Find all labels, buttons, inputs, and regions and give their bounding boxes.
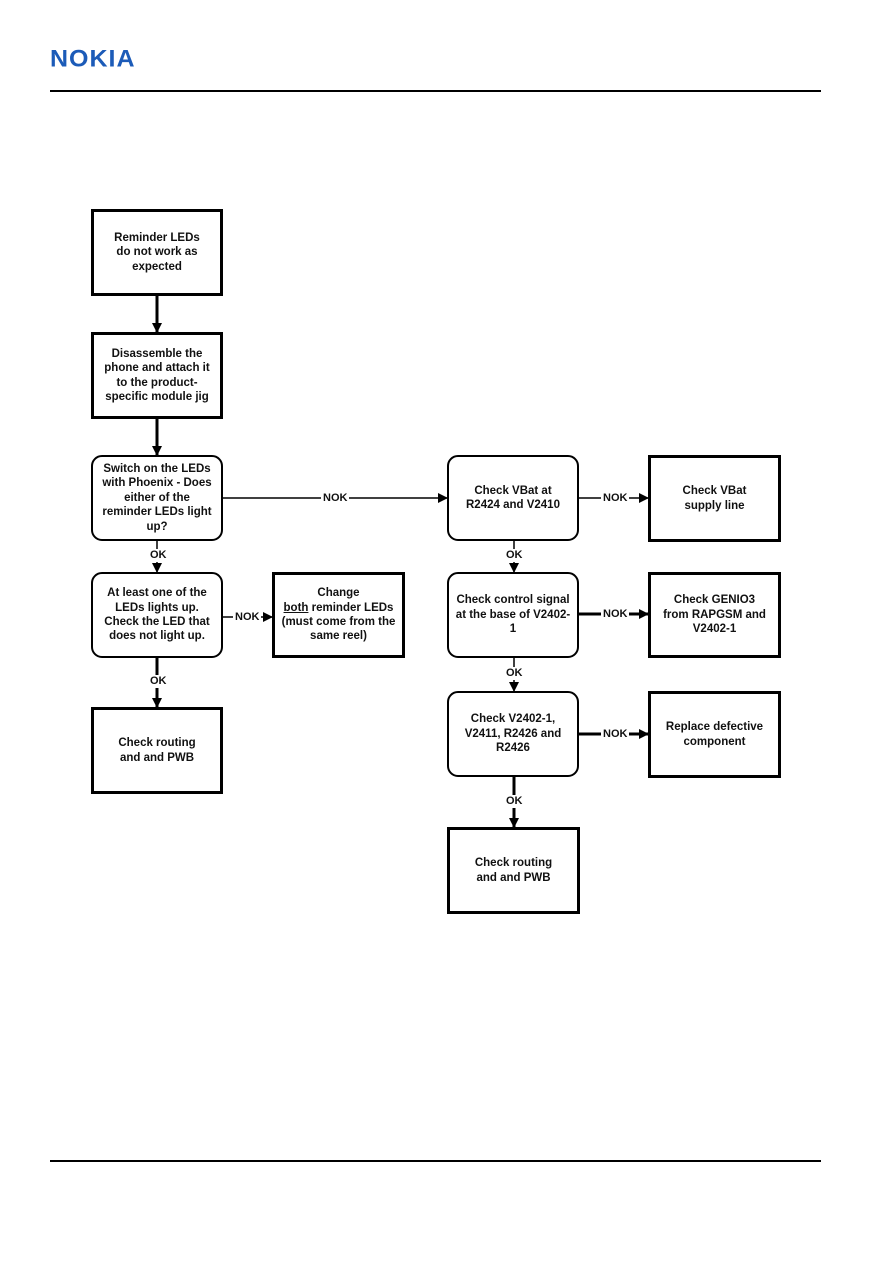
label-ok-v2402: OK — [504, 795, 525, 808]
node-text: Reminder LEDs do not work as expected — [114, 231, 200, 273]
node-text: Replace defective component — [665, 721, 764, 748]
node-text: Check VBat supply line — [682, 485, 747, 512]
node-replace-defective: Replace defective component — [648, 691, 781, 778]
label-nok-switch: NOK — [321, 492, 350, 505]
label-ok-control: OK — [504, 667, 525, 680]
label-ok-switch: OK — [148, 549, 169, 562]
node-disassemble: Disassemble the phone and attach it to t… — [91, 332, 223, 419]
node-genio3: Check GENIO3 from RAPGSM and V2402-1 — [648, 572, 781, 658]
node-text: Check routing and and PWB — [118, 737, 196, 764]
change-suffix: reminder LEDs (must come from the same r… — [281, 601, 396, 643]
label-nok-control: NOK — [601, 608, 630, 621]
change-prefix: Change — [317, 587, 360, 600]
footer-rule — [50, 1160, 821, 1162]
label-ok-atleast: OK — [148, 675, 169, 688]
node-text: Change both reminder LEDs (must come fro… — [281, 586, 396, 644]
label-nok-vbat: NOK — [601, 492, 630, 505]
node-check-v2402: Check V2402-1, V2411, R2426 and R2426 — [447, 691, 579, 777]
node-text: At least one of the LEDs lights up. Chec… — [104, 587, 210, 643]
node-text: Switch on the LEDs with Phoenix - Does e… — [102, 463, 212, 533]
node-text: Disassemble the phone and attach it to t… — [104, 347, 210, 403]
label-nok-v2402: NOK — [601, 728, 630, 741]
node-routing-right: Check routing and and PWB — [447, 827, 580, 914]
change-underlined: both — [283, 601, 309, 614]
node-vbat-supply: Check VBat supply line — [648, 455, 781, 542]
header-rule — [50, 90, 821, 92]
change-line: both reminder LEDs (must come from the s… — [282, 602, 396, 643]
node-text: Check control signal at the base of V240… — [455, 594, 571, 636]
node-control-signal: Check control signal at the base of V240… — [447, 572, 579, 658]
nokia-logo: NOKIA — [50, 45, 136, 73]
node-change-both: Change both reminder LEDs (must come fro… — [272, 572, 405, 658]
node-switch-on-leds: Switch on the LEDs with Phoenix - Does e… — [91, 455, 223, 541]
node-text: Check V2402-1, V2411, R2426 and R2426 — [464, 713, 562, 755]
node-check-vbat: Check VBat at R2424 and V2410 — [447, 455, 579, 541]
node-text: Check routing and and PWB — [474, 857, 553, 884]
node-reminder-leds: Reminder LEDs do not work as expected — [91, 209, 223, 296]
label-nok-atleast: NOK — [233, 611, 262, 624]
node-text: Check GENIO3 from RAPGSM and V2402-1 — [663, 594, 766, 636]
node-at-least-one: At least one of the LEDs lights up. Chec… — [91, 572, 223, 658]
label-ok-vbat: OK — [504, 549, 525, 562]
node-text: Check VBat at R2424 and V2410 — [466, 484, 560, 511]
node-routing-left: Check routing and and PWB — [91, 707, 223, 794]
